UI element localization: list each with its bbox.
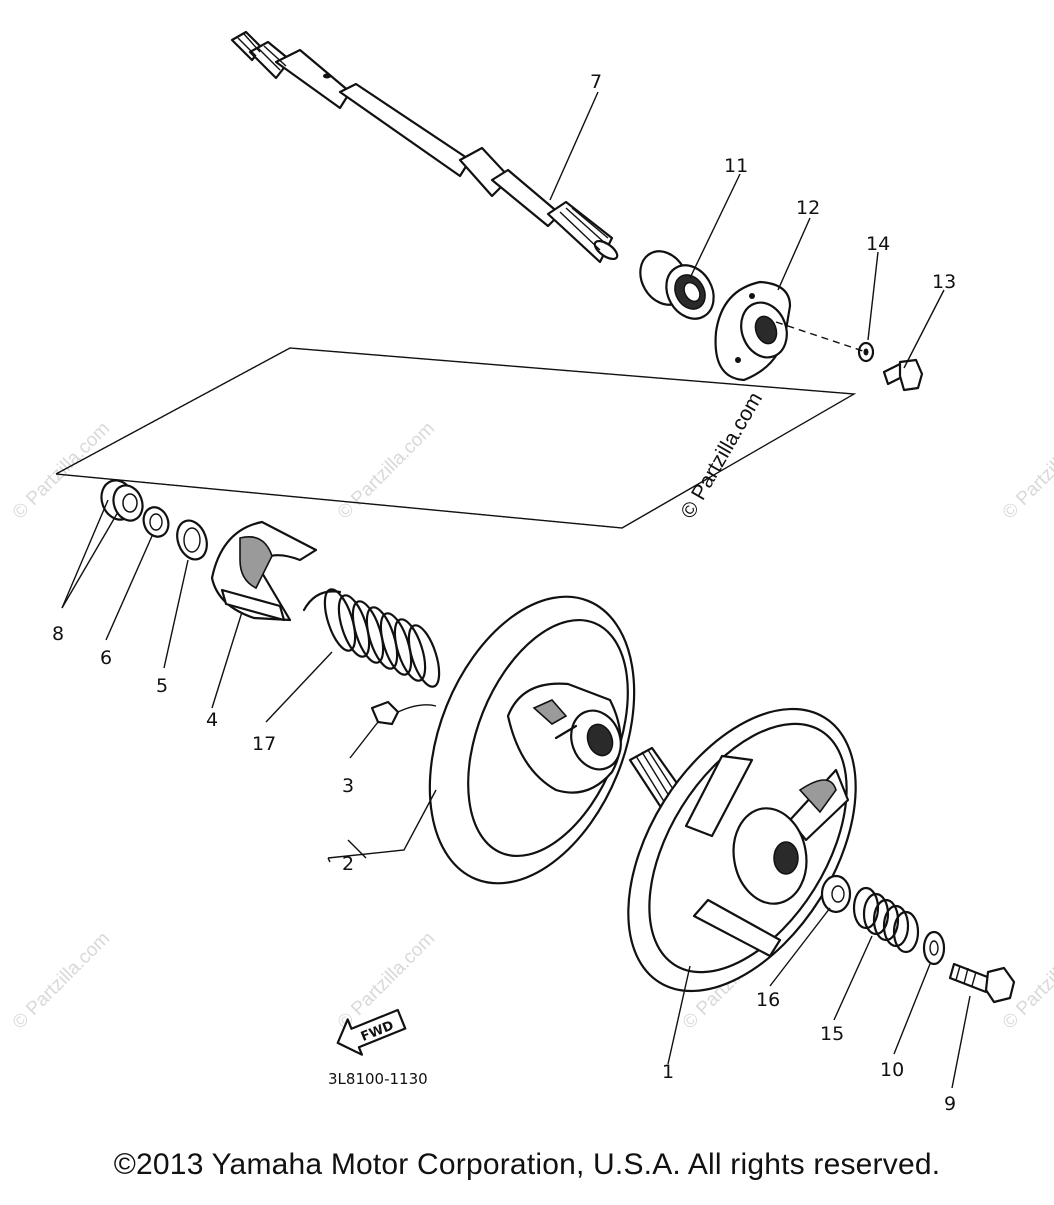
watermark: © Partzilla.com [334,418,439,523]
ring-part-6 [142,506,170,538]
slider-part-3 [370,700,437,726]
watermark: © Partzilla.com [999,418,1054,523]
label-part-5: 5 [156,675,168,697]
spring-part-15 [852,886,920,954]
label-part-3: 3 [342,775,354,797]
bearing-part-11 [639,250,715,320]
label-part-6: 6 [100,647,112,669]
cam-part-4 [210,520,318,622]
housing-part-12 [714,280,792,382]
washer-part-5 [176,519,208,561]
washer-part-10 [922,930,946,966]
label-part-8: 8 [52,623,64,645]
label-part-7: 7 [590,71,602,93]
copyright-notice: ©2013 Yamaha Motor Corporation, U.S.A. A… [113,1148,941,1181]
sheave-part-1 [627,707,857,993]
label-part-12: 12 [796,197,820,219]
label-part-2: 2 [342,853,354,875]
label-part-17: 17 [252,733,276,755]
leader-lines [61,91,971,1089]
part-labels: 1 2 3 4 5 6 7 8 9 10 11 12 13 14 15 16 1… [52,71,956,1115]
washer-part-14 [857,341,875,363]
drawing-code: 3L8100-1130 [328,1070,428,1088]
bolt-part-9 [948,962,1016,1004]
shaft-part-7 [230,30,619,264]
sheave-part-2 [428,595,636,885]
watermark: © Partzilla.com [9,928,114,1033]
label-part-13: 13 [932,271,956,293]
collar-part-16 [820,874,852,914]
nut-part-8 [100,479,144,522]
label-part-4: 4 [206,709,218,731]
label-part-14: 14 [866,233,890,255]
label-part-9: 9 [944,1093,956,1115]
spring-part-17 [302,588,441,688]
label-part-11: 11 [724,155,748,177]
label-part-10: 10 [880,1059,904,1081]
bolt-part-13 [882,358,924,392]
label-part-15: 15 [820,1023,844,1045]
label-part-1: 1 [662,1061,674,1083]
watermark-main: © Partzilla.com [676,388,767,522]
label-part-16: 16 [756,989,780,1011]
